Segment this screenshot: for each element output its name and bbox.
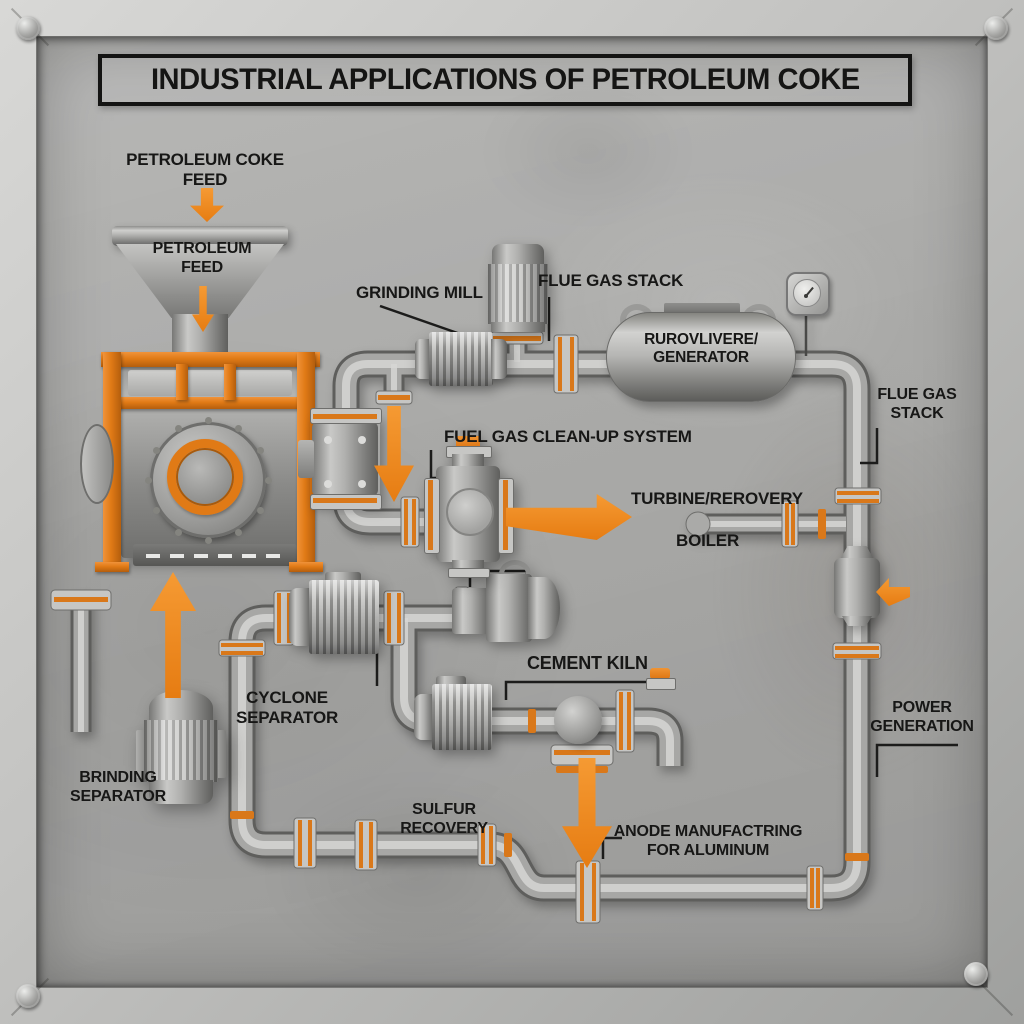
- brinding-separator-device: [136, 690, 226, 810]
- mill-outlet-valve: [298, 408, 382, 510]
- leader-flue-gas-right: [860, 428, 879, 465]
- cement-kiln-pump: [414, 676, 498, 750]
- label-flue-gas-stack-top: FLUE GAS STACK: [538, 271, 684, 290]
- leader-lines: [375, 297, 958, 859]
- corner-screw-icon: [964, 962, 988, 986]
- kiln-mini-valve: [646, 668, 676, 694]
- power-canister: [830, 546, 884, 630]
- fuel-gas-cleanup-valve: [424, 428, 516, 578]
- label-cyclone-separator: CYCLONE SEPARATOR: [235, 688, 339, 727]
- title-box: INDUSTRIAL APPLICATIONS OF PETROLEUM COK…: [98, 54, 912, 106]
- hopper-rim: [112, 226, 288, 246]
- label-grinding-mill: GRINDING MILL: [356, 283, 483, 302]
- label-fuel-gas-cleanup: FUEL GAS CLEAN-UP SYSTEM: [444, 427, 692, 446]
- grinding-mill-device: [415, 332, 507, 386]
- pressure-gauge-icon: [786, 272, 830, 316]
- corner-screw-icon: [16, 984, 40, 1008]
- label-sulfur-recovery: SULFUR RECOVERY: [400, 801, 488, 837]
- corner-screw-icon: [16, 16, 40, 40]
- pipe-flanges: [50, 331, 882, 924]
- label-flue-gas-stack-right: FLUE GAS STACK: [877, 386, 957, 422]
- kiln-ball-junction: [554, 696, 602, 744]
- label-cement-kiln: CEMENT KILN: [527, 653, 648, 673]
- label-turbine-recovery: TURBINE/REROVERY: [631, 489, 803, 508]
- page-title: INDUSTRIAL APPLICATIONS OF PETROLEUM COK…: [150, 63, 860, 96]
- leader-power-generation: [875, 743, 958, 777]
- label-power-generation: POWER GENERATION: [870, 699, 974, 735]
- generator-tank-label: RUROVLIVERE/ GENERATOR: [644, 331, 758, 367]
- label-petroleum-coke-feed: PETROLEUM COKE FEED: [126, 150, 284, 189]
- ball-mill: [80, 348, 330, 578]
- mill-tray-highlight: [146, 554, 288, 558]
- label-boiler: BOILER: [676, 531, 740, 550]
- vertical-motor: [488, 244, 548, 338]
- generator-tank: [600, 296, 800, 406]
- cleanup-line-motor: [452, 560, 560, 644]
- label-hopper: PETROLEUM FEED: [152, 240, 252, 276]
- leader-grinding-mill: [379, 304, 467, 338]
- label-anode-manufacturing: ANODE MANUFACTRING FOR ALUMINUM: [613, 823, 803, 859]
- boiler-pipe-cap: [685, 511, 711, 537]
- cyclone-separator-device: [289, 572, 389, 654]
- corner-screw-icon: [984, 16, 1008, 40]
- mill-porthole-orange-ring: [167, 439, 243, 515]
- pipes: [81, 308, 857, 888]
- mill-side-port: [80, 424, 114, 504]
- label-brinding-separator: BRINDING SEPARATOR: [70, 769, 166, 805]
